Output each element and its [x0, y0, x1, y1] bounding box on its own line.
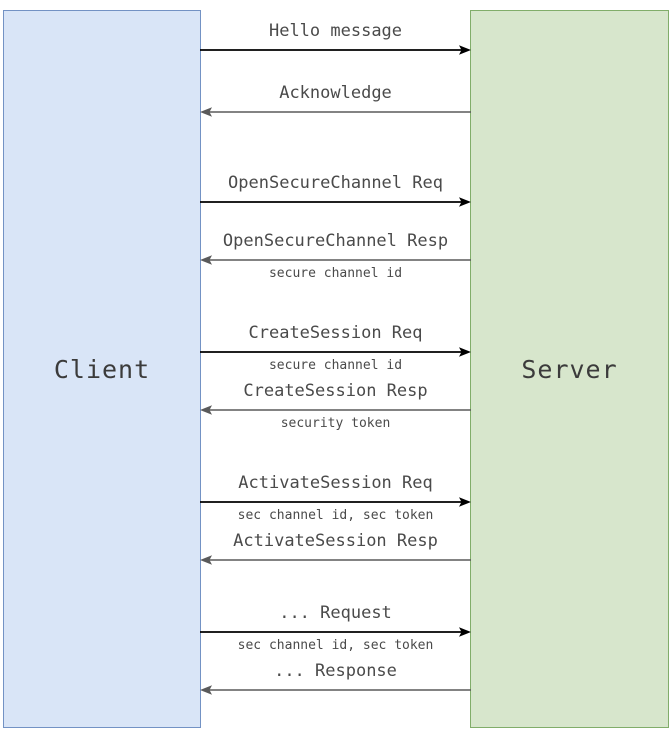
participant-client-label: Client: [53, 354, 151, 384]
message-label: ActivateSession Req: [238, 473, 433, 493]
message-sublabel: secure channel id: [268, 358, 403, 373]
arrow-left-icon: [200, 403, 471, 417]
message-label: Hello message: [268, 21, 403, 41]
arrow-left-icon: [200, 253, 471, 267]
participant-server-label: Server: [521, 354, 618, 384]
message-sublabel: security token: [280, 416, 391, 431]
arrow-left-icon: [200, 553, 471, 567]
arrow-left-icon: [200, 105, 471, 119]
arrow-right-icon: [200, 495, 471, 509]
participant-server: Server: [470, 10, 669, 728]
message-label: CreateSession Req: [248, 323, 423, 343]
message-sublabel: sec channel id, sec token: [237, 508, 434, 523]
message-label: OpenSecureChannel Resp: [222, 231, 449, 251]
arrow-right-icon: [200, 195, 471, 209]
message-label: ... Response: [274, 661, 397, 681]
arrow-right-icon: [200, 43, 471, 57]
participant-client: Client: [3, 10, 201, 728]
message-label: Acknowledge: [279, 83, 392, 103]
arrow-right-icon: [200, 345, 471, 359]
arrow-left-icon: [200, 683, 471, 697]
message-label: ... Request: [279, 603, 392, 623]
message-label: CreateSession Resp: [243, 381, 428, 401]
message-label: ActivateSession Resp: [233, 531, 438, 551]
message-label: OpenSecureChannel Req: [228, 173, 443, 193]
message-sublabel: secure channel id: [268, 266, 403, 281]
message-sublabel: sec channel id, sec token: [237, 638, 434, 653]
arrow-right-icon: [200, 625, 471, 639]
